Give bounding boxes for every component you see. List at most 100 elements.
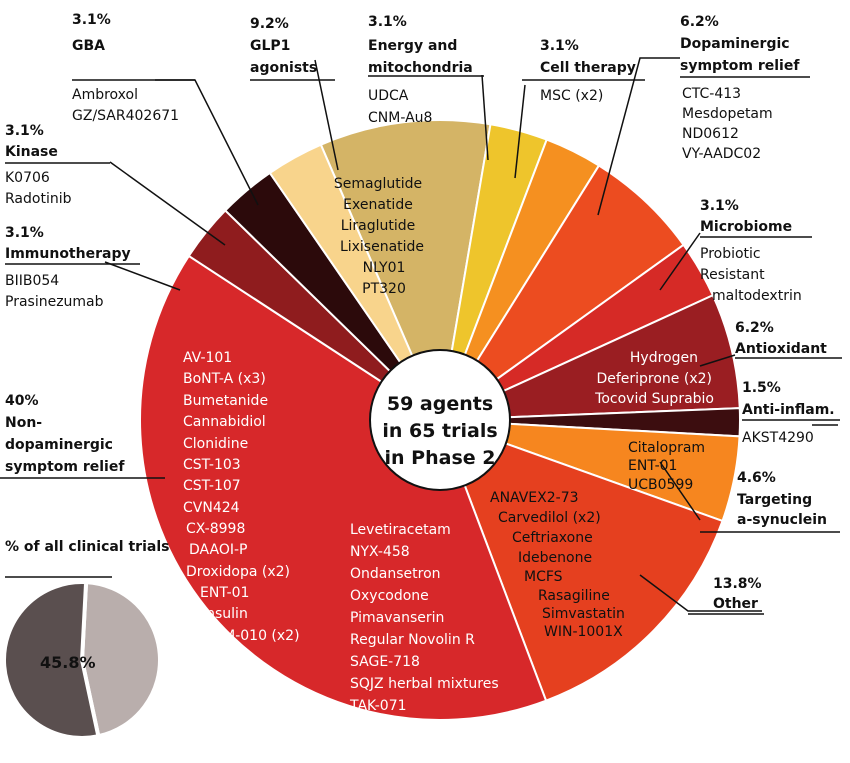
svg-text:Bumetanide: Bumetanide [183, 393, 268, 409]
nondopa-cat-1: Non- [5, 415, 42, 431]
energy-agent-2: CNM-Au8 [368, 110, 432, 126]
nondopa-agents-left: AV-101 BoNT-A (x3) Bumetanide Cannabidio… [183, 350, 300, 644]
immuno-agent-2: Prasinezumab [5, 294, 104, 310]
leader-gba [109, 161, 226, 246]
main-slice-antioxidant [439, 293, 741, 421]
antioxidant-agent-2: Deferiprone (x2) [596, 371, 712, 387]
main-slice-other [438, 418, 724, 702]
other-agent-2: Carvedilol (x2) [498, 510, 601, 526]
svg-text:DAAOI-P: DAAOI-P [189, 542, 247, 558]
other-agent-3: Ceftriaxone [512, 530, 593, 546]
glp1-cat-1: GLP1 [250, 38, 290, 54]
other-agent-7: Simvastatin [542, 606, 625, 622]
svg-text:Oxycodone: Oxycodone [350, 588, 429, 604]
small-pie-slices [2, 580, 162, 740]
synuclein-cat-1: Targeting [737, 492, 812, 508]
svg-text:Liraglutide: Liraglutide [341, 218, 416, 234]
antioxidant-agent-3: Tocovid Suprabio [594, 391, 714, 407]
glp1-cat-2: agonists [250, 60, 317, 76]
kinase-pct: 3.1% [72, 12, 111, 28]
label-cell: 3.1% Cell therapy MSC (x2) [522, 38, 645, 104]
antioxidant-pct: 6.2% [735, 320, 774, 336]
label-dopa: 6.2% Dopaminergic symptom relief CTC-413… [680, 14, 810, 162]
microbiome-agent-1: Probiotic [700, 246, 761, 262]
svg-text:AV-101: AV-101 [183, 350, 232, 366]
svg-text:Semaglutide: Semaglutide [334, 176, 422, 192]
other-agent-4: Idebenone [518, 550, 592, 566]
label-nondopa: 40% Non- dopaminergic symptom relief [5, 393, 125, 475]
other-agent-6: Rasagiline [538, 588, 610, 604]
svg-text:Droxidopa (x2): Droxidopa (x2) [186, 564, 290, 580]
svg-text:ENT-01: ENT-01 [200, 585, 249, 601]
svg-text:CST-107: CST-107 [183, 478, 241, 494]
svg-text:Ondansetron: Ondansetron [350, 566, 441, 582]
pie-slices [139, 119, 741, 721]
immuno-pct: 3.1% [5, 225, 44, 241]
small-pie: % of all clinical trials 45.8% [2, 539, 169, 740]
dopa-pct: 6.2% [680, 14, 719, 30]
dopa-agent-1: CTC-413 [682, 86, 741, 102]
svg-text:NLY01: NLY01 [363, 260, 406, 276]
synuclein-agent-1: Citalopram [628, 440, 705, 456]
gba-pct: 3.1% [5, 123, 44, 139]
leader-antioxidant [699, 354, 736, 367]
label-other: ANAVEX2-73 Carvedilol (x2) Ceftriaxone I… [490, 490, 764, 640]
other-pct: 13.8% [713, 576, 762, 592]
cell-cat-1: Cell therapy [540, 60, 636, 76]
energy-agent-1: UDCA [368, 88, 409, 104]
label-antioxidant: 6.2% Antioxidant Hydrogen Deferiprone (x… [594, 320, 842, 407]
svg-text:Levetiracetam: Levetiracetam [350, 522, 451, 538]
immuno-agent-1: BIIB054 [5, 273, 59, 289]
leader-energy [481, 74, 489, 161]
svg-text:JM-010 (x2): JM-010 (x2) [218, 628, 300, 644]
microbiome-cat-1: Microbiome [700, 219, 792, 235]
kinase-agent-2: GZ/SAR402671 [72, 108, 179, 124]
svg-text:CVN424: CVN424 [183, 500, 240, 516]
svg-text:Insulin: Insulin [202, 606, 248, 622]
nondopa-agents-right: Levetiracetam NYX-458 Ondansetron Oxycod… [349, 522, 499, 714]
dopa-agent-2: Mesdopetam [682, 106, 773, 122]
other-agent-8: WIN-1001X [544, 624, 623, 640]
svg-text:Pimavanserin: Pimavanserin [350, 610, 444, 626]
small-pie-label: 45.8% [40, 653, 96, 672]
svg-text:TAK-071: TAK-071 [349, 698, 407, 714]
svg-text:PT320: PT320 [362, 281, 406, 297]
gba-agent-1: K0706 [5, 170, 50, 186]
leader-other [639, 574, 762, 612]
immuno-cat-1: Immunotherapy [5, 246, 131, 262]
main-slice-nondopa [139, 254, 548, 721]
label-gba: 3.1% Kinase K0706 Radotinib [5, 123, 110, 207]
energy-pct: 3.1% [368, 14, 407, 30]
center-label-3: in Phase 2 [385, 447, 496, 469]
svg-text:NYX-458: NYX-458 [350, 544, 410, 560]
svg-text:SAGE-718: SAGE-718 [350, 654, 420, 670]
small-pie-title: % of all clinical trials [5, 539, 169, 555]
gba-cat-1: Kinase [5, 144, 58, 160]
label-microbiome: 3.1% Microbiome Probiotic Resistant malt… [700, 198, 812, 304]
antioxidant-agent-1: Hydrogen [630, 350, 698, 366]
other-cat-1: Other [713, 596, 758, 612]
energy-cat-2: mitochondria [368, 60, 473, 76]
main-slice-dopa [439, 164, 685, 421]
kinase-agent-1: Ambroxol [72, 87, 138, 103]
leader-kinase [155, 79, 259, 206]
microbiome-agent-3: maltodextrin [712, 288, 802, 304]
label-synuclein: Citalopram ENT-01 UCB0599 4.6% Targeting… [628, 440, 840, 533]
energy-cat-1: Energy and [368, 38, 457, 54]
svg-text:Cannabidiol: Cannabidiol [183, 414, 266, 430]
dopa-cat-2: symptom relief [680, 58, 800, 74]
other-agent-1: ANAVEX2-73 [490, 490, 579, 506]
nondopa-cat-2: dopaminergic [5, 437, 113, 453]
small-slice-0 [79, 580, 162, 739]
microbiome-agent-2: Resistant [700, 267, 765, 283]
svg-text:Exenatide: Exenatide [343, 197, 413, 213]
dopa-agent-4: VY-AADC02 [682, 146, 761, 162]
antioxidant-cat-1: Antioxidant [735, 341, 827, 357]
kinase-cat-1: GBA [72, 38, 105, 54]
leader-microbiome [659, 232, 701, 291]
center-label-2: in 65 trials [382, 420, 497, 442]
cell-agent-1: MSC (x2) [540, 88, 603, 104]
dopa-cat-1: Dopaminergic [680, 36, 790, 52]
cell-pct: 3.1% [540, 38, 579, 54]
